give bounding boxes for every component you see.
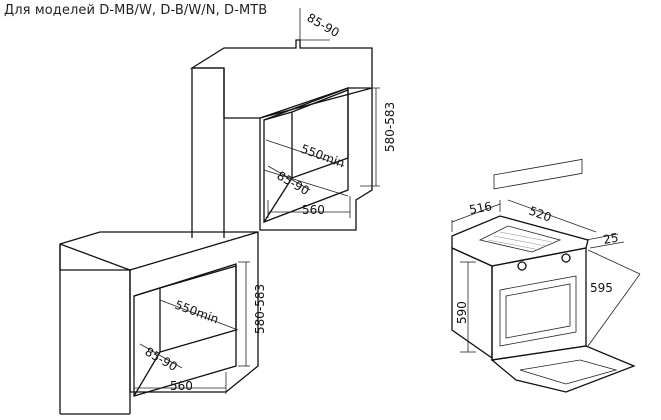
dim-oven-height: 590	[455, 301, 469, 324]
oven-control-panel	[493, 158, 583, 190]
dim-oven-depth: 520	[527, 204, 553, 225]
lower-niche-back	[159, 265, 237, 353]
dim-upper-width: 560	[302, 203, 325, 217]
oven	[451, 158, 636, 393]
upper-cabinet	[189, 39, 373, 238]
lower-cabinet	[59, 231, 259, 415]
upper-niche-back	[291, 89, 349, 179]
right-knob	[561, 253, 571, 263]
dim-oven-front: 25	[602, 231, 619, 247]
left-knob	[517, 261, 527, 271]
dim-lower-height: 580-583	[253, 284, 267, 334]
dim-oven-width: 595	[590, 281, 613, 295]
upper-cabinet-outline	[189, 39, 373, 231]
lower-niche-frame	[133, 263, 237, 397]
oven-door-open	[490, 345, 636, 393]
oven-top-panel	[478, 225, 562, 253]
oven-cavity	[499, 275, 577, 347]
dim-upper-height: 580-583	[383, 102, 397, 152]
upper-dimensions: 85-90 550min 580-583 85-90 560	[265, 8, 397, 218]
dim-oven-depth-top: 516	[468, 199, 493, 217]
dim-upper-width-min: 550min	[299, 142, 347, 171]
dim-upper-top: 85-90	[305, 10, 342, 40]
dim-lower-depth: 85-90	[143, 344, 180, 374]
oven-door-glass	[519, 359, 618, 385]
oven-dimensions: 516 520 25 595 590	[451, 199, 641, 353]
dim-lower-width: 560	[170, 379, 193, 393]
page-title: Для моделей D-MB/W, D-B/W/N, D-MTB	[4, 3, 268, 18]
dim-lower-width-min: 550min	[173, 298, 221, 327]
oven-inner-cavity	[505, 283, 571, 339]
upper-niche-frame	[263, 87, 349, 223]
